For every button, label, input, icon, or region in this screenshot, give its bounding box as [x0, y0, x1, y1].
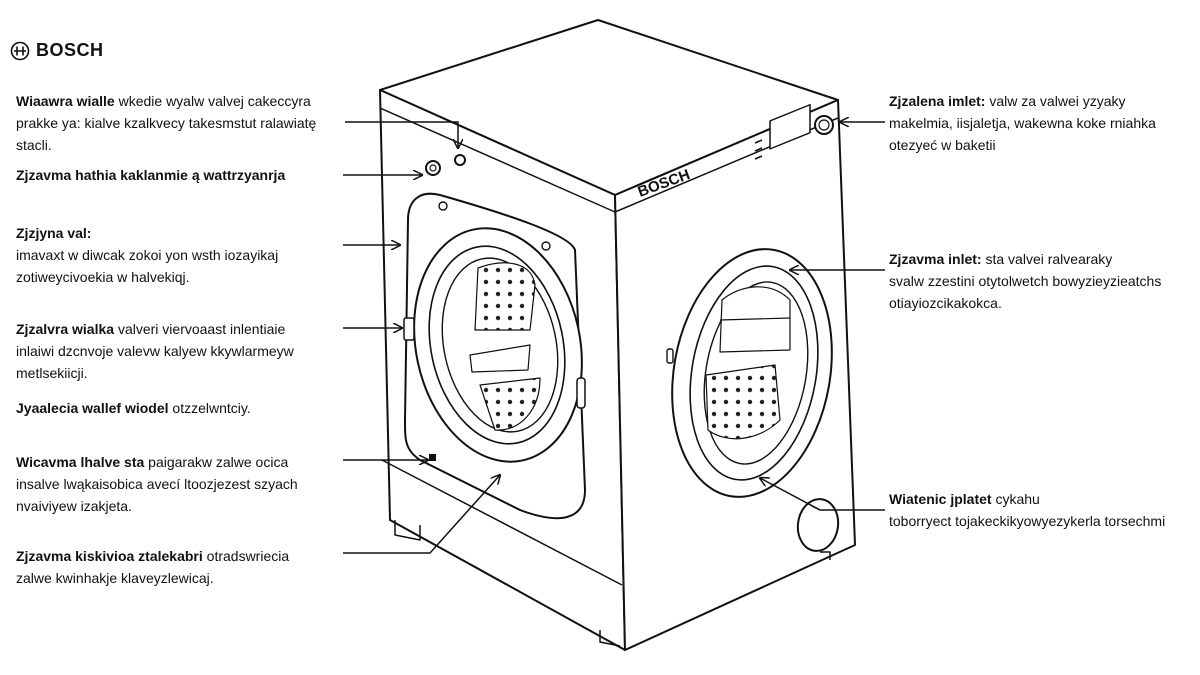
left-label-2: Zjzavma hathia kaklanmie ą wattrzyanrja [16, 164, 285, 186]
left-label-1-title: Wiaawra wialle [16, 93, 115, 109]
right-label-1: Zjzalena imlet: valw za valwei yzyaky ma… [889, 90, 1156, 156]
left-label-5-title: Jyaalecia wallef wiodel [16, 400, 169, 416]
brand-name: BOSCH [36, 40, 104, 60]
left-label-4: Zjzalvra wialka valveri viervoaast inlen… [16, 318, 294, 384]
left-label-7-line-1: otradswriecia [206, 548, 290, 564]
right-label-2-line-1: sta valvei ralvearaky [985, 251, 1113, 267]
left-label-4-line-2: inlaiwi dzcnvoje valevw kalyew kkywlarme… [16, 343, 294, 359]
right-label-1-line-1: valw za valwei yzyaky [989, 93, 1126, 109]
left-label-5-line-1: otzzelwntciy. [172, 400, 251, 416]
right-label-3: Wiatenic jplatet cykahu toborryect tojak… [889, 488, 1165, 532]
display-window [769, 103, 811, 150]
right-label-2-line-3: otiayiozcikakokca. [889, 295, 1002, 311]
left-label-4-title: Zjzalvra wialka [16, 321, 115, 337]
left-label-6-line-3: nvaiviyew izakjeta. [16, 498, 132, 514]
left-label-3: Zjzjyna val: imavaxt w diwcak zokoi yon … [16, 222, 278, 288]
left-label-2-title: Zjzavma hathia kaklanmie ą wattrzyanrja [16, 167, 286, 183]
left-label-1-line-1: wkedie wyalw valvej cakeccyra [118, 93, 311, 109]
front-button [454, 154, 466, 166]
filter-hatch [796, 498, 840, 552]
leader-lines [343, 121, 885, 554]
left-label-4-line-1: valveri viervoaast inlentiaie [117, 321, 286, 337]
leader-line-9 [760, 478, 885, 511]
left-label-1-line-2: prakke ya: kialve kzalkvecy takesmstut r… [16, 115, 317, 131]
left-label-6-line-2: insalve lwąkaisobica avecí ltoozjezest s… [16, 476, 298, 492]
leader-line-1 [345, 121, 458, 148]
washing-machine-illustration [379, 19, 856, 651]
left-label-7-line-2: zalwe kwinhakje klaveyzlewicaj. [16, 570, 214, 586]
left-label-6-line-1: paigarakw zalwe ocica [148, 454, 289, 470]
left-label-6-title: Wicavma lhalve sta [16, 454, 145, 470]
right-label-3-line-2: toborryect tojakeckikyowyezykerla torsec… [889, 513, 1166, 529]
right-label-2: Zjzavma inlet: sta valvei ralvearaky sva… [889, 248, 1161, 314]
right-label-1-title: Zjzalena imlet: [889, 93, 986, 109]
left-label-4-line-3: metlsekiicji. [16, 365, 88, 381]
right-label-1-line-2: makelmia, iisjaletja, wakewna koke rniah… [889, 115, 1156, 131]
right-label-1-line-3: otezyeć w baketii [889, 137, 996, 153]
left-label-3-line-2: zotiweycivoekia w halvekiqj. [16, 269, 190, 285]
left-label-7-title: Zjzavma kiskivioa ztalekabri [16, 548, 203, 564]
left-label-1: Wiaawra wialle wkedie wyalw valvej cakec… [16, 90, 316, 156]
leader-line-6 [343, 475, 500, 554]
side-drum-interior [703, 281, 809, 465]
right-label-3-line-1: cykahu [995, 491, 1040, 507]
door-latch [576, 377, 586, 409]
left-label-3-title: Zjzjyna val: [16, 225, 92, 241]
right-label-2-title: Zjzavma inlet: [889, 251, 982, 267]
machine-plinth [381, 459, 623, 586]
front-drum-interior [441, 257, 559, 433]
right-label-3-title: Wiatenic jplatet [889, 491, 992, 507]
right-label-2-line-2: svalw zzestini otytolwetch bowyzieyzieat… [889, 273, 1162, 289]
brand-header: BOSCH [10, 40, 104, 61]
door-hinge [403, 317, 415, 341]
left-label-5: Jyaalecia wallef wiodel otzzelwntciy. [16, 397, 251, 419]
bosch-ring-logo-icon [10, 41, 30, 60]
left-label-1-line-3: stacli. [16, 137, 52, 153]
left-label-3-line-1: imavaxt w diwcak zokoi yon wsth iozayika… [16, 247, 279, 263]
left-label-7: Zjzavma kiskivioa ztalekabri otradswriec… [16, 545, 289, 589]
left-label-6: Wicavma lhalve sta paigarakw zalwe ocica… [16, 451, 298, 517]
